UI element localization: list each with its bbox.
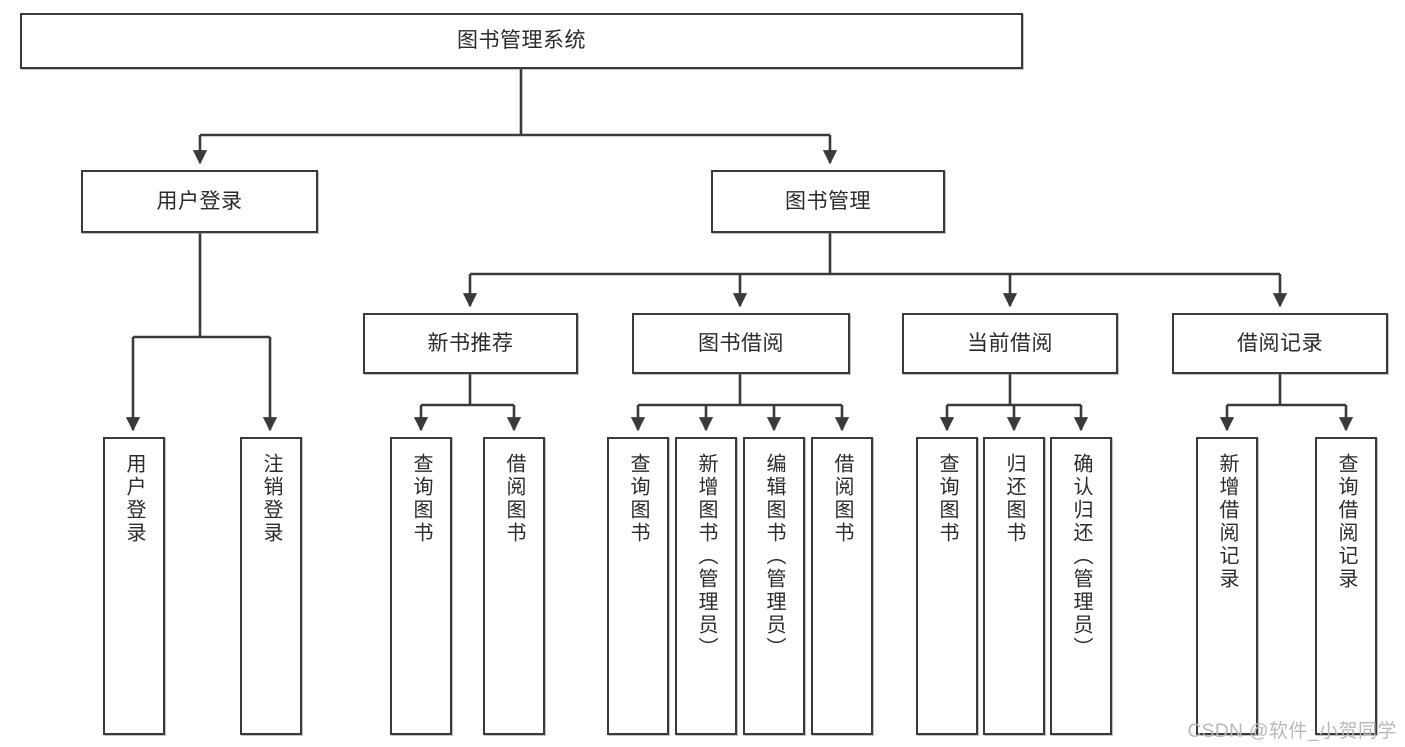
- node-leaf-add-book-label: 新增图书（管理员）: [695, 453, 717, 660]
- node-leaf-edit-book-label: 编辑图书（管理员）: [763, 453, 785, 660]
- node-root-system-label: 图书管理系统: [457, 29, 586, 53]
- node-leaf-query-book-3[interactable]: 查询图书: [916, 437, 978, 735]
- node-borrow-record[interactable]: 借阅记录: [1172, 313, 1388, 374]
- node-leaf-query-book-1-label: 查询图书: [410, 453, 432, 545]
- node-user-login[interactable]: 用户登录: [81, 170, 318, 233]
- node-leaf-logout[interactable]: 注销登录: [240, 437, 302, 735]
- node-leaf-confirm-return-label: 确认归还（管理员）: [1070, 453, 1092, 660]
- node-leaf-user-login-label: 用户登录: [123, 453, 145, 545]
- node-leaf-edit-book[interactable]: 编辑图书（管理员）: [743, 437, 805, 735]
- node-root-system[interactable]: 图书管理系统: [20, 13, 1023, 69]
- node-leaf-query-book-2-label: 查询图书: [627, 453, 649, 545]
- node-leaf-query-book-1[interactable]: 查询图书: [390, 437, 452, 735]
- node-leaf-confirm-return[interactable]: 确认归还（管理员）: [1050, 437, 1112, 735]
- node-leaf-borrow-book-1-label: 借阅图书: [503, 453, 525, 545]
- node-leaf-add-record[interactable]: 新增借阅记录: [1196, 437, 1258, 735]
- node-user-login-label: 用户登录: [156, 189, 243, 213]
- node-leaf-query-book-3-label: 查询图书: [936, 453, 958, 545]
- node-book-management-label: 图书管理: [785, 189, 871, 213]
- node-leaf-return-book[interactable]: 归还图书: [983, 437, 1045, 735]
- node-leaf-query-record-label: 查询借阅记录: [1335, 453, 1357, 591]
- node-leaf-add-book[interactable]: 新增图书（管理员）: [675, 437, 737, 735]
- node-leaf-return-book-label: 归还图书: [1003, 453, 1025, 545]
- node-leaf-user-login[interactable]: 用户登录: [103, 437, 165, 735]
- node-leaf-borrow-book-2[interactable]: 借阅图书: [811, 437, 873, 735]
- node-leaf-borrow-book-2-label: 借阅图书: [831, 453, 853, 545]
- node-leaf-query-record[interactable]: 查询借阅记录: [1315, 437, 1377, 735]
- node-leaf-logout-label: 注销登录: [260, 453, 282, 545]
- node-book-borrow-label: 图书借阅: [698, 331, 784, 355]
- node-book-borrow[interactable]: 图书借阅: [632, 313, 850, 374]
- node-leaf-query-book-2[interactable]: 查询图书: [607, 437, 669, 735]
- node-leaf-add-record-label: 新增借阅记录: [1216, 453, 1238, 591]
- node-leaf-borrow-book-1[interactable]: 借阅图书: [483, 437, 545, 735]
- node-borrow-record-label: 借阅记录: [1237, 331, 1323, 355]
- node-current-borrow[interactable]: 当前借阅: [902, 313, 1118, 374]
- node-book-management[interactable]: 图书管理: [711, 170, 945, 233]
- node-current-borrow-label: 当前借阅: [967, 331, 1053, 355]
- node-new-book-recommend[interactable]: 新书推荐: [363, 313, 578, 374]
- node-new-book-recommend-label: 新书推荐: [427, 331, 514, 355]
